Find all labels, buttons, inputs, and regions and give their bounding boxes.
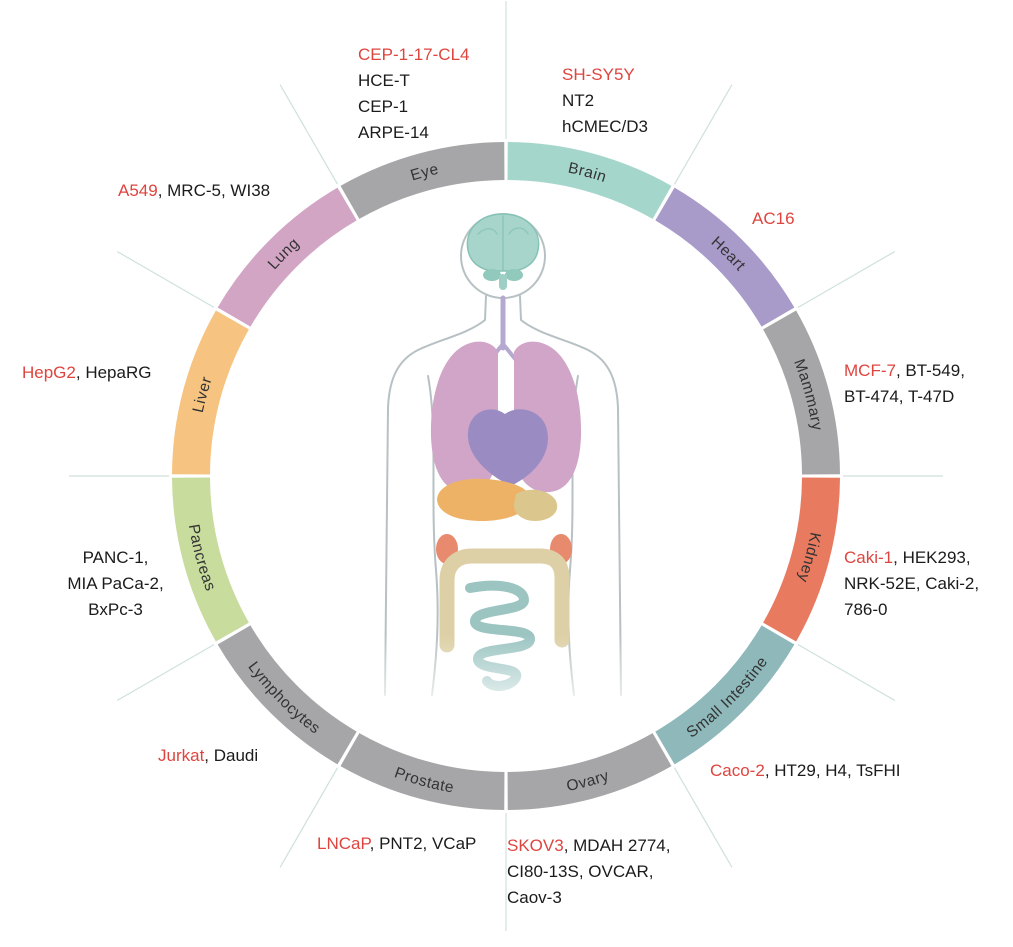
body-fade (360, 635, 650, 725)
radial-line (116, 250, 215, 309)
ring-segment-small-intestine (655, 625, 795, 765)
radial-line (116, 643, 215, 702)
ring-segment-eye (340, 142, 505, 219)
radial-line (279, 84, 339, 185)
ring-segment-pancreas (172, 477, 249, 642)
ring-segment-mammary (763, 310, 840, 475)
ring-segment-ovary (507, 733, 672, 810)
ring-label-eye: Eye (409, 161, 441, 185)
liver-illustration (437, 478, 531, 521)
radial-guide-lines (69, 1, 943, 931)
ring-segment-liver (172, 310, 249, 475)
radial-line (279, 767, 339, 868)
ring-segment-kidney (763, 477, 840, 642)
ring-label-text-eye: Eye (409, 161, 440, 185)
ring-segment-heart (655, 187, 795, 327)
ring-segment-prostate (340, 733, 505, 810)
radial-line (673, 767, 733, 868)
ring-label-small-intestine: Small Intestine (684, 654, 772, 742)
radial-line (673, 84, 733, 185)
organ-ring-segments (172, 142, 840, 810)
heart-illustration (467, 409, 548, 486)
ring-segment-brain (507, 142, 672, 219)
stomach-illustration (513, 489, 558, 521)
radial-line (797, 643, 896, 702)
colon-illustration (439, 548, 570, 653)
radial-line (797, 250, 896, 309)
ring-label-text-lymphocytes: Lymphocytes (244, 659, 322, 738)
ring-label-text-small-intestine: Small Intestine (684, 654, 771, 742)
human-body-illustration (360, 213, 650, 725)
ring-label-lymphocytes: Lymphocytes (244, 659, 323, 738)
brain-illustration (466, 213, 540, 290)
ring-segment-lung (217, 187, 357, 327)
ring-segment-lymphocytes (217, 625, 357, 765)
